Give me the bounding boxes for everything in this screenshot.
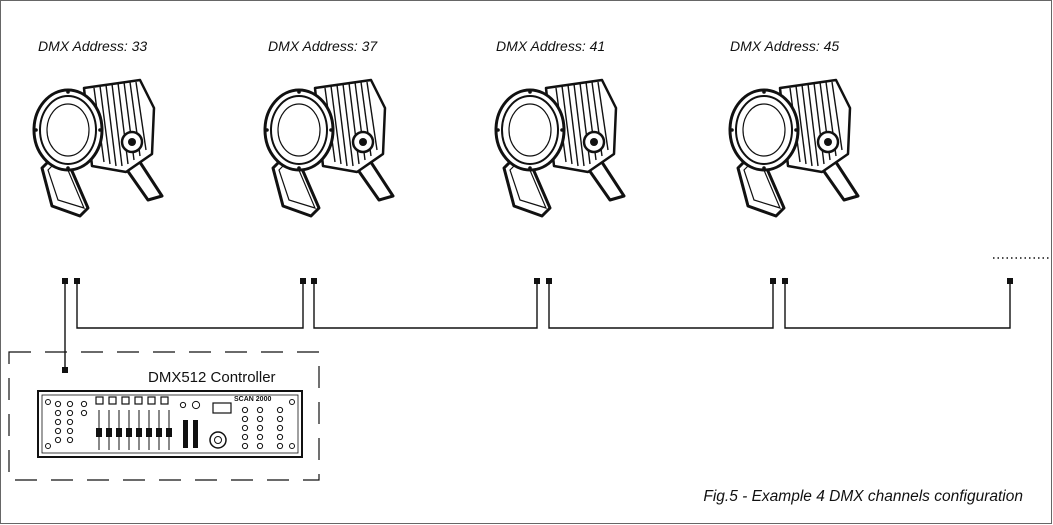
cable-connectors <box>62 278 1013 373</box>
fixture-3-par-light <box>494 78 626 218</box>
fixture-4-par-light <box>728 78 860 218</box>
controller-brand: SCAN 2000 <box>234 396 271 403</box>
dmx512-controller: SCAN 2000 <box>37 390 303 458</box>
cable-2-3 <box>313 283 538 329</box>
cable-4-out <box>784 283 1011 329</box>
fixture-4-address-label: DMX Address: 45 <box>730 38 840 54</box>
controller-label: DMX512 Controller <box>148 369 276 386</box>
cable-3-4 <box>548 283 774 329</box>
dmx-cables <box>64 257 1050 370</box>
figure-caption: Fig.5 - Example 4 DMX channels configura… <box>703 488 1023 505</box>
fixture-1-address-label: DMX Address: 33 <box>38 38 148 54</box>
fixture-2-par-light <box>263 78 395 218</box>
cable-1-2 <box>76 283 304 329</box>
fixture-3-address-label: DMX Address: 41 <box>496 38 606 54</box>
fixture-1-par-light <box>32 78 164 218</box>
fixture-2-address-label: DMX Address: 37 <box>268 38 378 54</box>
controller-dashed-box <box>8 351 320 481</box>
